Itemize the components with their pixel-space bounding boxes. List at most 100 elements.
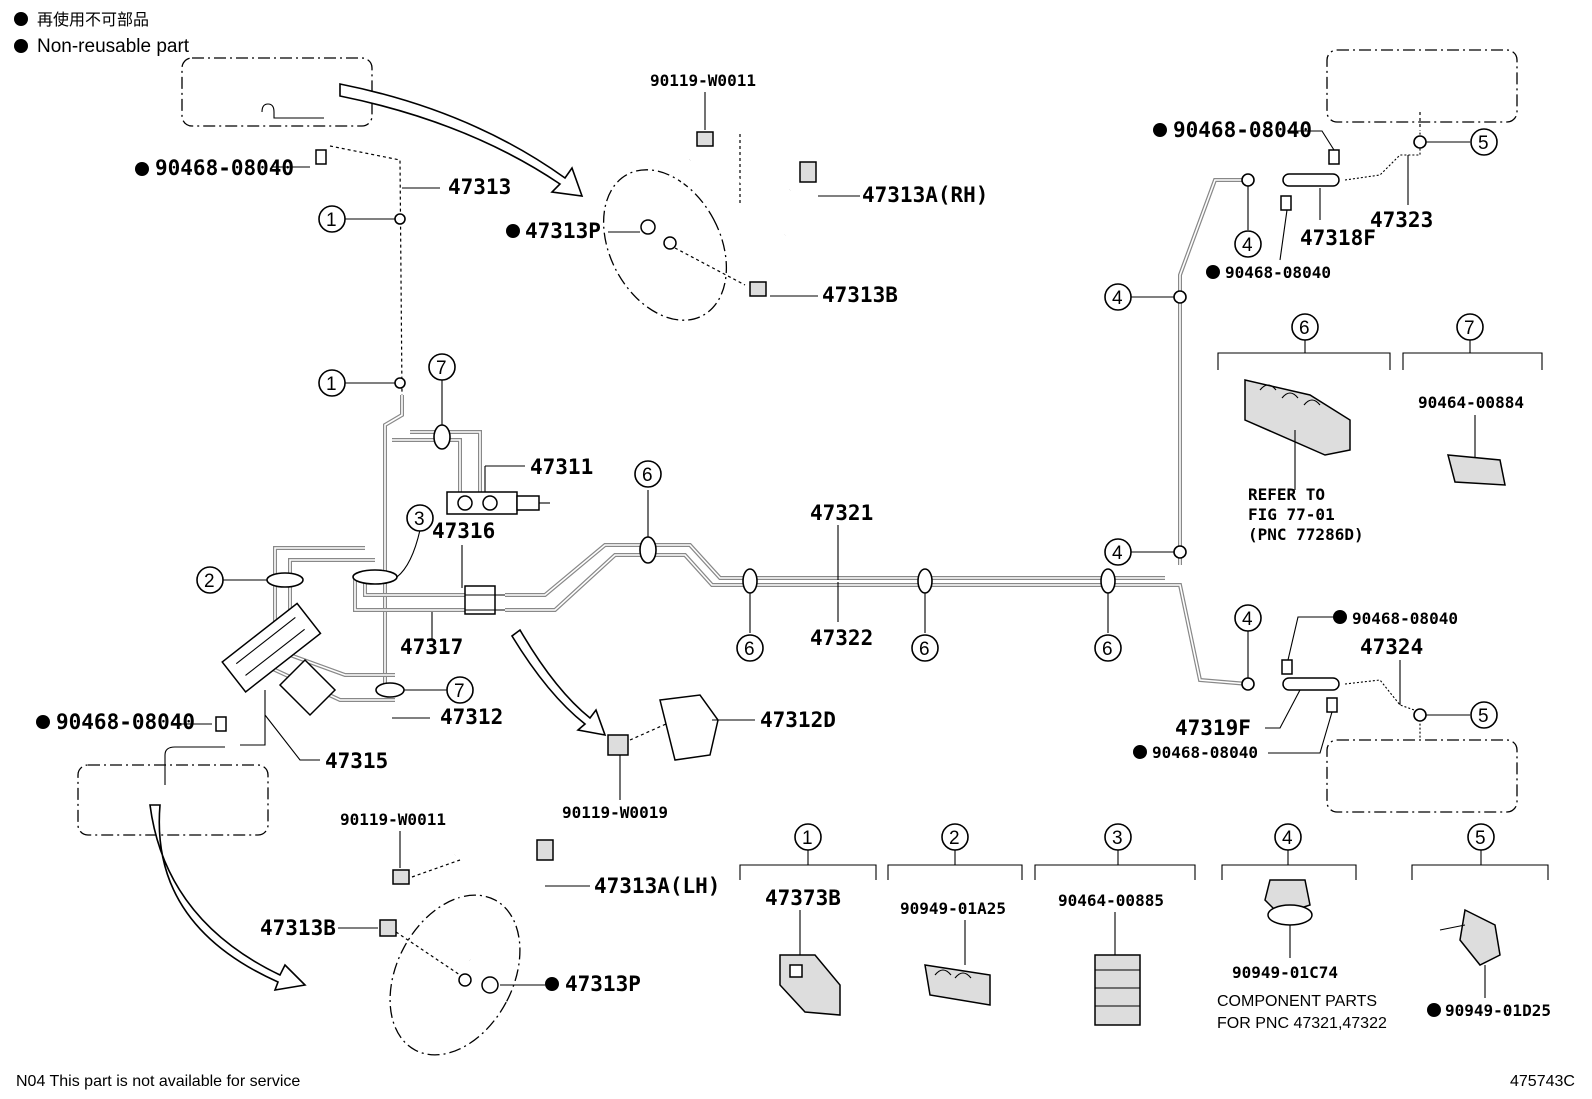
hose-47319F-icon	[1282, 677, 1340, 691]
callout-5a: 5	[1470, 128, 1498, 156]
callout-7a: 7	[428, 353, 456, 381]
svg-text:2: 2	[949, 828, 960, 849]
vehicle-box-bottomright	[1326, 739, 1518, 813]
pipe-end-topleft	[261, 103, 324, 119]
legend-jp: 再使用不可部品	[37, 11, 149, 29]
svg-text:90464-00885: 90464-00885	[1058, 891, 1164, 910]
label-47319F: 47319F	[1175, 716, 1251, 740]
component-4: 4 90949-01C74 COMPONENT PARTS FOR PNC 47…	[1217, 823, 1387, 1032]
svg-text:5: 5	[1475, 828, 1486, 849]
clamp-90464-00885-icon	[1094, 954, 1141, 1026]
clip-icon	[1280, 195, 1292, 211]
svg-text:90468-08040: 90468-08040	[1173, 118, 1312, 142]
label-90468-r4: 90468-08040	[1133, 711, 1333, 762]
detail-ellipse-rh	[602, 169, 728, 321]
component-5: 5 90949-01D25	[1411, 823, 1551, 1020]
bolt-icon	[392, 869, 410, 885]
clamp-47312D-icon	[659, 694, 719, 761]
label-47313B-top: 47313B	[822, 283, 898, 307]
refer-line2: FIG 77-01	[1248, 505, 1335, 524]
hose-47318F-icon	[1282, 173, 1340, 187]
label-90468-r1: 90468-08040	[1153, 118, 1335, 151]
svg-text:47313P: 47313P	[565, 972, 641, 996]
svg-text:1: 1	[326, 374, 337, 395]
component-parts-line1: COMPONENT PARTS	[1217, 993, 1377, 1010]
legend-bullet-icon	[14, 39, 28, 53]
vehicle-box-bottomleft	[77, 764, 269, 836]
callout-6a: 6	[634, 460, 662, 488]
component-2: 2 90949-01A25	[887, 823, 1023, 1006]
hose-fitting-icon	[536, 839, 554, 861]
callout-3: 3	[406, 504, 434, 532]
svg-text:6: 6	[744, 639, 755, 660]
svg-text:90468-08040: 90468-08040	[1152, 743, 1258, 762]
svg-text:1: 1	[802, 828, 813, 849]
nonreusable-icon	[1206, 265, 1220, 279]
svg-text:3: 3	[1112, 828, 1123, 849]
callout-6-detail: 6	[1291, 313, 1319, 341]
nonreusable-icon	[1427, 1003, 1441, 1017]
svg-text:90468-08040: 90468-08040	[1352, 609, 1458, 628]
actuator-bracket-icon	[221, 602, 322, 693]
callout-1a: 1	[318, 205, 346, 233]
label-47323: 47323	[1370, 208, 1433, 232]
bolt-icon	[379, 919, 397, 937]
label-47313A-RH: 47313A(RH)	[862, 183, 988, 207]
clamp-7-icon	[1447, 454, 1506, 486]
callout-4c: 4	[1104, 538, 1132, 566]
svg-text:47373B: 47373B	[765, 886, 841, 910]
junction-block-icon	[464, 585, 496, 615]
svg-text:5: 5	[1478, 133, 1489, 154]
label-47312D: 47312D	[760, 708, 836, 732]
label-47324: 47324	[1360, 635, 1423, 659]
clamp-3	[352, 569, 398, 585]
svg-text:7: 7	[1464, 318, 1475, 339]
svg-text:4: 4	[1282, 828, 1293, 849]
clamp-7-top	[433, 424, 451, 450]
clip-icon	[215, 716, 227, 732]
nonreusable-icon	[1333, 610, 1347, 624]
bolt-icon	[696, 131, 714, 147]
clamp-90949-01A25-icon	[924, 964, 991, 1006]
arrow-to-lh-detail	[149, 804, 307, 992]
refer-line1: REFER TO	[1248, 485, 1325, 504]
pipe-47321	[505, 543, 1165, 597]
nonreusable-icon	[1153, 123, 1167, 137]
callout-6b: 6	[736, 634, 764, 662]
callout-4a: 4	[1234, 230, 1262, 258]
legend-en: Non-reusable part	[37, 36, 190, 57]
callout-6d: 6	[1094, 634, 1122, 662]
label-47321: 47321	[810, 501, 873, 525]
label-47313B-bot: 47313B	[260, 916, 336, 940]
svg-text:4: 4	[1242, 235, 1253, 256]
label-47313P-bot: 47313P	[545, 972, 641, 996]
vehicle-box-topright	[1326, 49, 1518, 123]
label-90119-W0011-bot: 90119-W0011	[340, 810, 446, 829]
svg-text:90949-01A25: 90949-01A25	[900, 899, 1006, 918]
washer-icon	[481, 976, 499, 994]
svg-text:4: 4	[1242, 609, 1253, 630]
nonreusable-icon	[506, 224, 520, 238]
callout-7-detail: 7	[1456, 313, 1484, 341]
callout-2: 2	[196, 566, 224, 594]
svg-text:6: 6	[642, 465, 653, 486]
washer-icon	[640, 219, 656, 235]
pipe-47313	[329, 145, 403, 396]
footer-note: N04 This part is not available for servi…	[16, 1073, 300, 1090]
pipe-47322	[505, 553, 1165, 612]
svg-text:90949-01D25: 90949-01D25	[1445, 1001, 1551, 1020]
label-47311: 47311	[530, 455, 593, 479]
svg-text:4: 4	[1112, 288, 1123, 309]
clip-47373B-icon	[779, 954, 841, 1016]
label-90119-W0011-top: 90119-W0011	[650, 71, 756, 90]
label-47312: 47312	[440, 705, 503, 729]
svg-text:90468-08040: 90468-08040	[1225, 263, 1331, 282]
label-47317: 47317	[400, 635, 463, 659]
svg-text:6: 6	[919, 639, 930, 660]
legend-bullet-icon	[14, 12, 28, 26]
hose-fitting-icon	[799, 161, 817, 183]
nonreusable-icon	[1133, 745, 1147, 759]
label-47322: 47322	[810, 626, 873, 650]
nonreusable-icon	[545, 977, 559, 991]
